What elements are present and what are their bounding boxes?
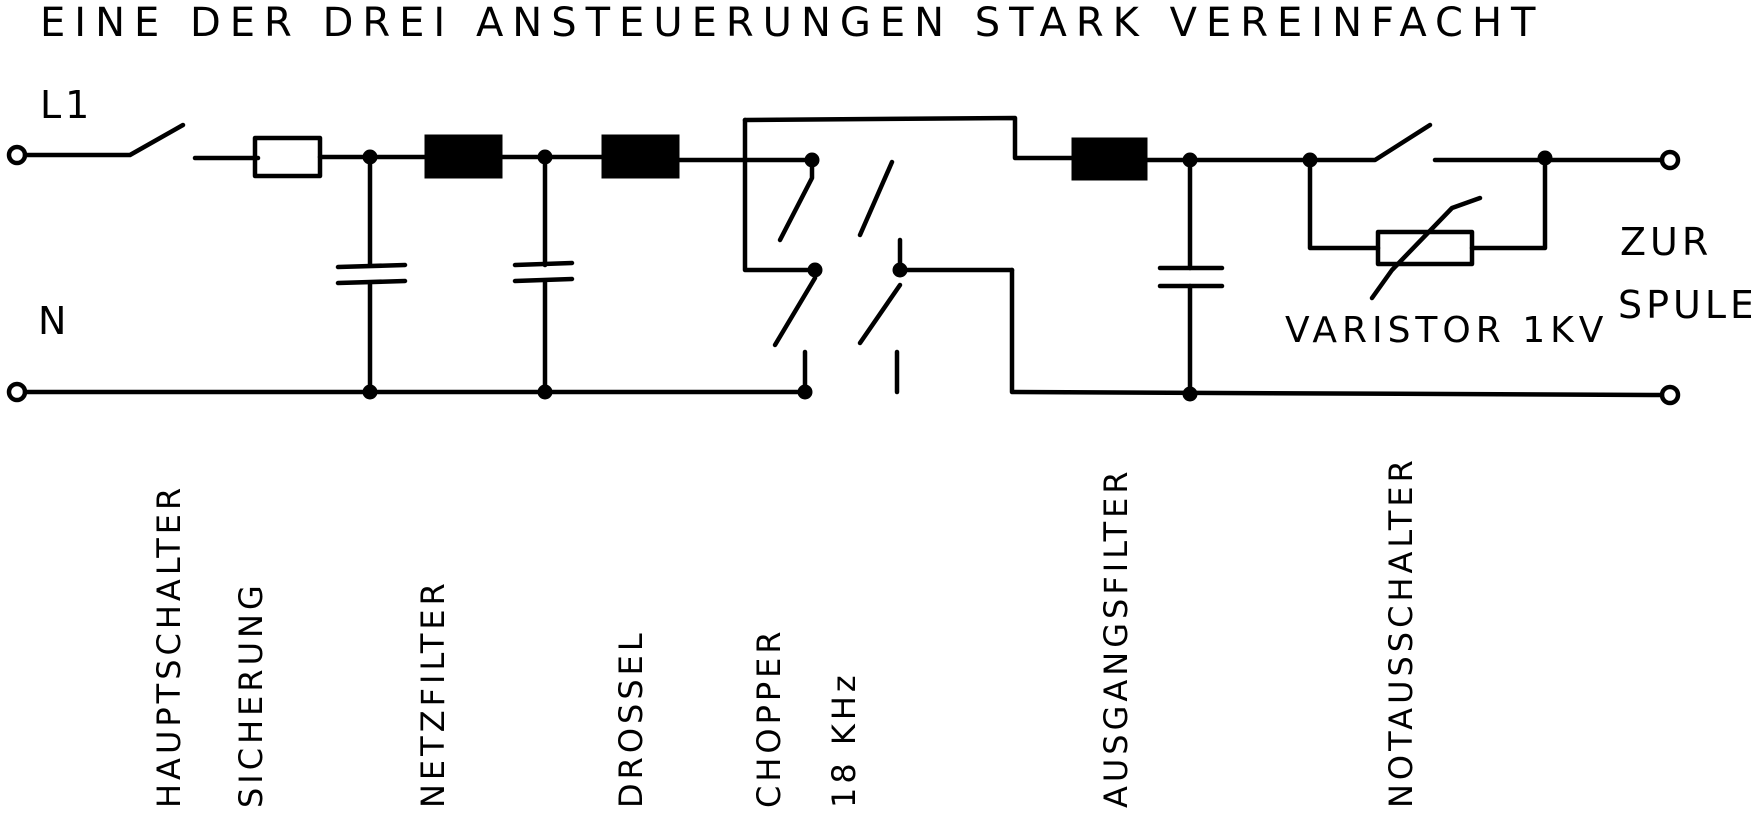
output-label-line1: ZUR: [1620, 220, 1712, 264]
label-notausschalter: NOTAUSSCHALTER: [1382, 456, 1420, 808]
label-netzfilter: NETZFILTER: [414, 579, 452, 808]
capacitor2-plate-top: [512, 260, 575, 268]
capacitor1-plate-top: [335, 262, 408, 270]
ausgangsfilter-inductor: [1071, 137, 1148, 181]
drossel-inductor: [601, 134, 680, 179]
varistor: [1375, 229, 1475, 267]
label-hauptschalter: HAUPTSCHALTER: [150, 484, 188, 808]
junction-dot: [362, 384, 378, 400]
varistor-diagonal-mark: [1369, 195, 1483, 301]
main-switch: [22, 122, 186, 158]
chopper-switch-upper-right: [857, 159, 895, 238]
netzfilter-inductor: [424, 134, 503, 179]
terminal-output-bottom: [1659, 384, 1681, 406]
terminal-label-l1: L1: [40, 83, 93, 127]
neutral-rail-right: [1009, 267, 1665, 398]
terminal-n-input: [6, 381, 28, 403]
junction-dot: [537, 384, 553, 400]
chopper-switch-lower-right: [857, 282, 903, 346]
terminal-l1-input: [6, 144, 28, 166]
chopper-switch-lower-left: [772, 267, 818, 348]
chopper-top-bridge-wire: [742, 115, 1075, 161]
output-label-line2: SPULE: [1618, 283, 1751, 327]
varistor-bypass-left: [1307, 157, 1381, 251]
terminal-label-n: N: [38, 299, 70, 343]
chopper-switch-upper-left: [777, 157, 815, 243]
label-chopper: CHOPPER: [750, 627, 788, 808]
neutral-rail-left: [22, 349, 808, 395]
varistor-label: VARISTOR 1KV: [1285, 310, 1608, 351]
label-sicherung: SICHERUNG: [232, 581, 270, 808]
fuse: [252, 135, 323, 179]
emergency-stop-switch: [1307, 122, 1433, 163]
diagram-title: EINE DER DREI ANSTEUERUNGEN STARK VEREIN…: [40, 0, 1544, 46]
label-drossel: DROSSEL: [612, 629, 650, 808]
label-chopper-frequency: 18 KHz: [825, 671, 863, 808]
varistor-bypass-right: [1469, 155, 1548, 251]
junction-dot: [797, 384, 813, 400]
terminal-output-top: [1659, 149, 1681, 171]
junction-dot: [1182, 386, 1198, 402]
chopper-left-loop-wire: [742, 117, 818, 273]
label-ausgangsfilter: AUSGANGSFILTER: [1097, 467, 1135, 808]
chopper-output-wire: [897, 237, 1015, 273]
